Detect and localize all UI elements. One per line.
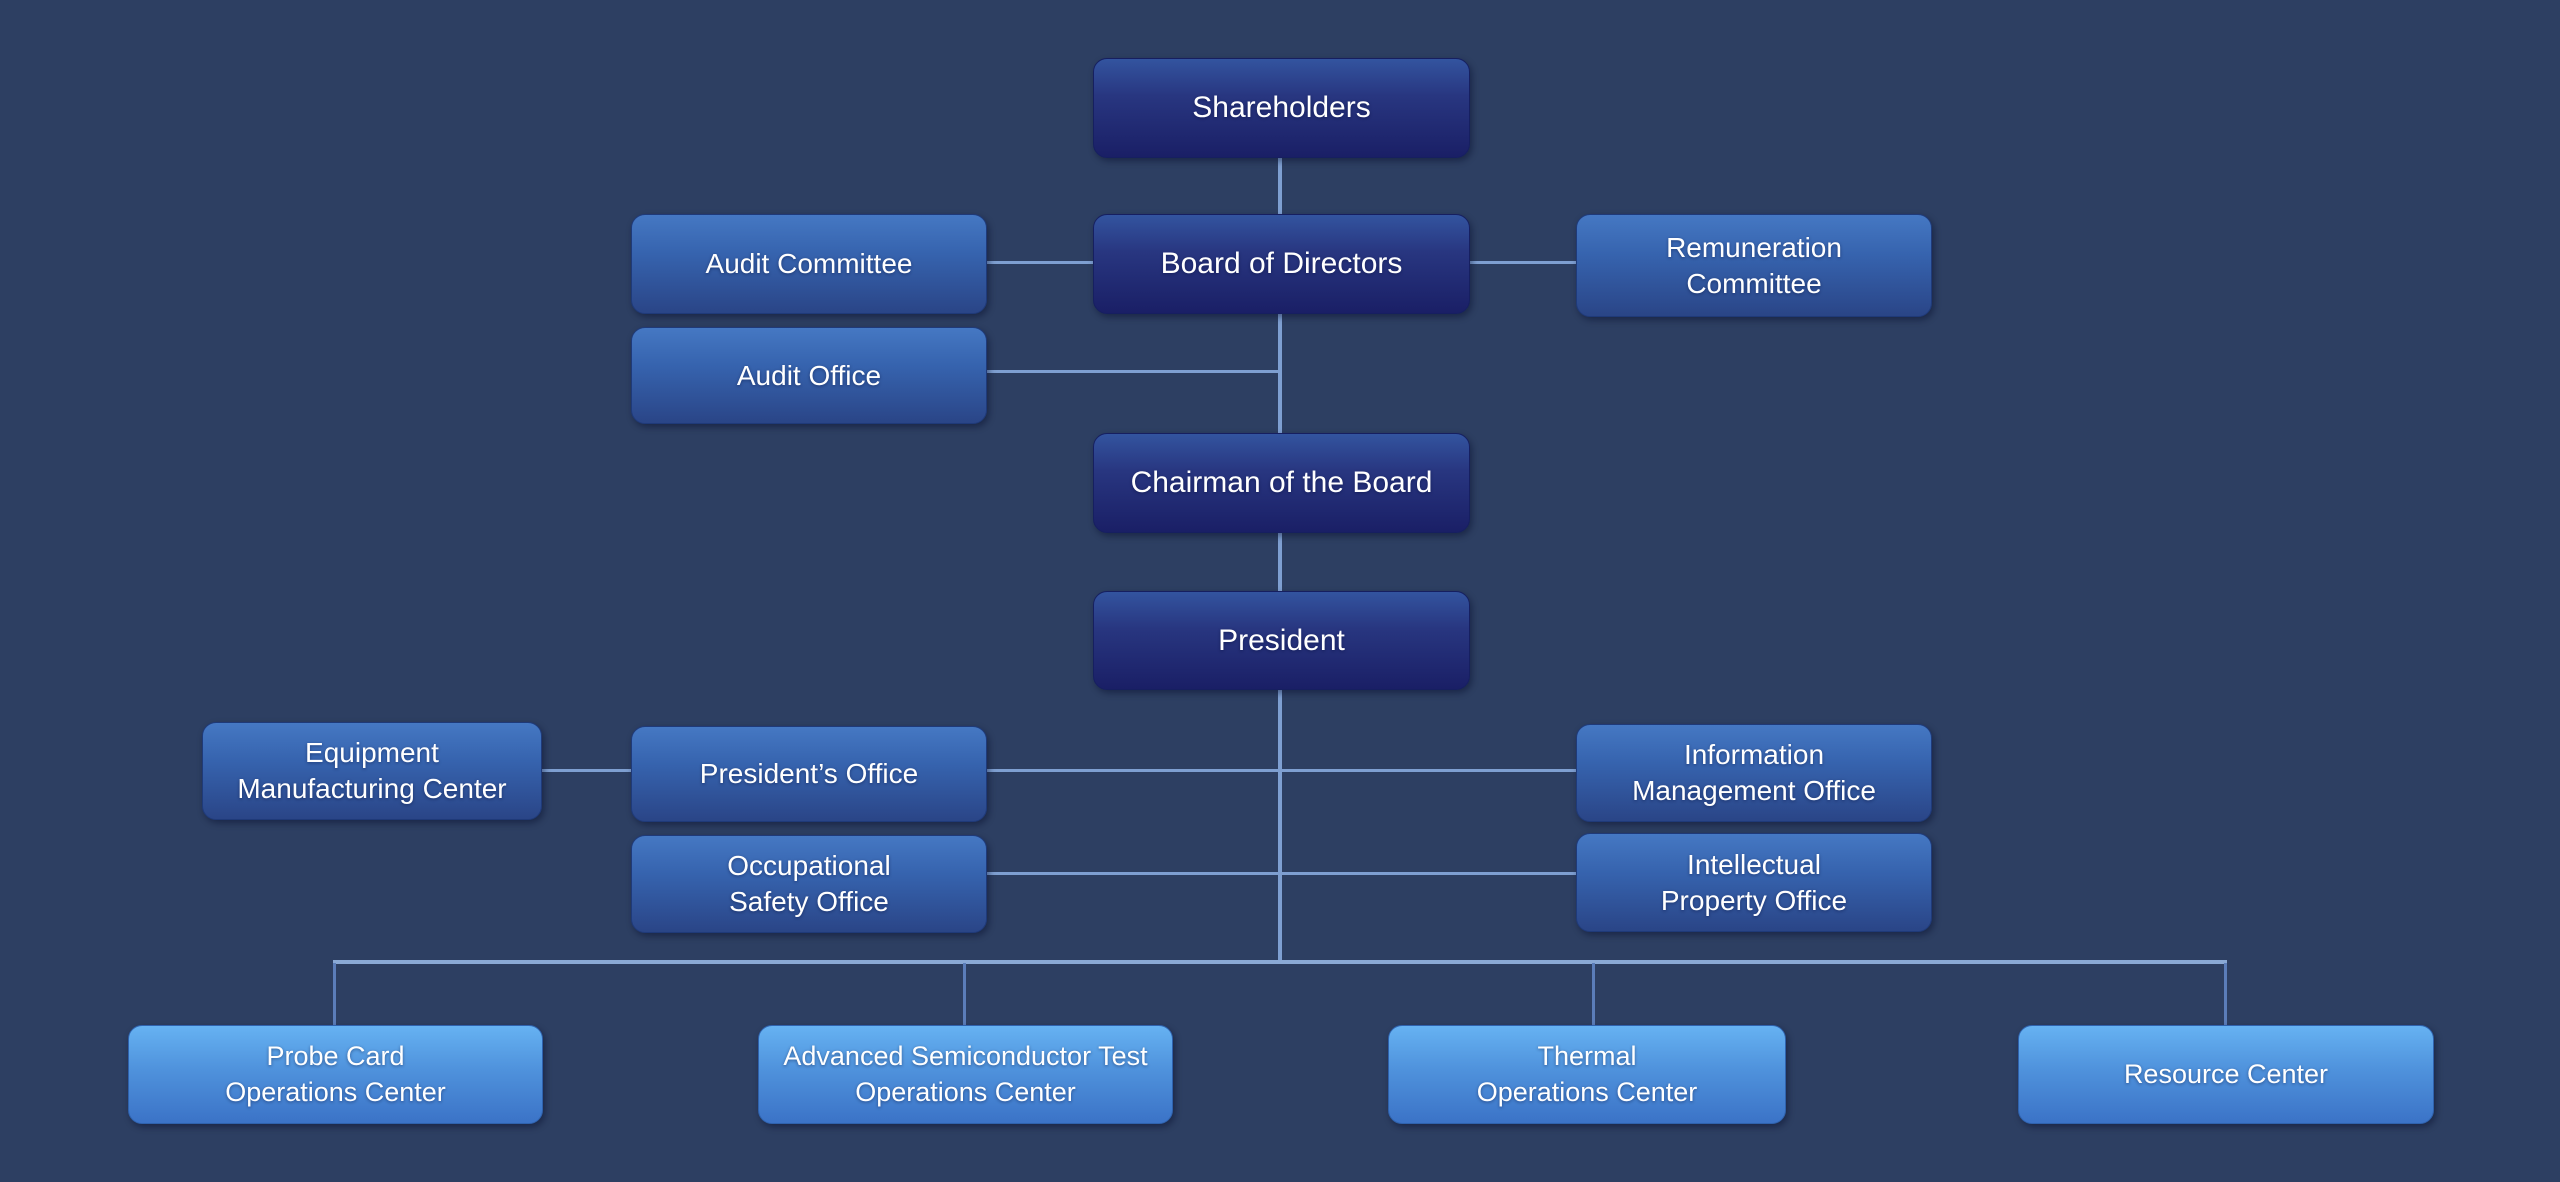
connector-emc-presidents-office	[540, 769, 631, 772]
connector-audit-office-trunk	[985, 370, 1280, 373]
connector-drop-thermal	[1592, 963, 1595, 1025]
node-equipment-manufacturing-center: Equipment Manufacturing Center	[202, 722, 542, 820]
connector-oso-ipo	[985, 872, 1576, 875]
connector-audit-committee-board	[985, 261, 1093, 264]
connector-shareholders-board	[1278, 156, 1282, 216]
connector-president-trunk	[1278, 688, 1282, 964]
node-remuneration-committee: Remuneration Committee	[1576, 214, 1932, 317]
node-audit-committee: Audit Committee	[631, 214, 987, 314]
node-president: President	[1093, 591, 1470, 690]
node-thermal-operations-center: Thermal Operations Center	[1388, 1025, 1786, 1124]
node-occupational-safety-office: Occupational Safety Office	[631, 835, 987, 933]
node-resource-center: Resource Center	[2018, 1025, 2434, 1124]
node-information-management-office: Information Management Office	[1576, 724, 1932, 822]
connector-bottom-distribution	[333, 960, 2227, 964]
connector-board-chairman	[1278, 312, 1282, 433]
node-probe-card-operations-center: Probe Card Operations Center	[128, 1025, 543, 1124]
node-audit-office: Audit Office	[631, 327, 987, 424]
node-chairman-of-the-board: Chairman of the Board	[1093, 433, 1470, 533]
node-presidents-office: President’s Office	[631, 726, 987, 822]
connector-drop-resource	[2224, 963, 2227, 1025]
connector-chairman-president	[1278, 531, 1282, 591]
connector-drop-probe-card	[333, 963, 336, 1025]
connector-presidents-office-imo	[985, 769, 1576, 772]
node-intellectual-property-office: Intellectual Property Office	[1576, 833, 1932, 932]
connector-board-remuneration	[1468, 261, 1576, 264]
connector-drop-astoc	[963, 963, 966, 1025]
node-shareholders: Shareholders	[1093, 58, 1470, 158]
node-advanced-semiconductor-test-operations-center: Advanced Semiconductor Test Operations C…	[758, 1025, 1173, 1124]
node-board-of-directors: Board of Directors	[1093, 214, 1470, 314]
